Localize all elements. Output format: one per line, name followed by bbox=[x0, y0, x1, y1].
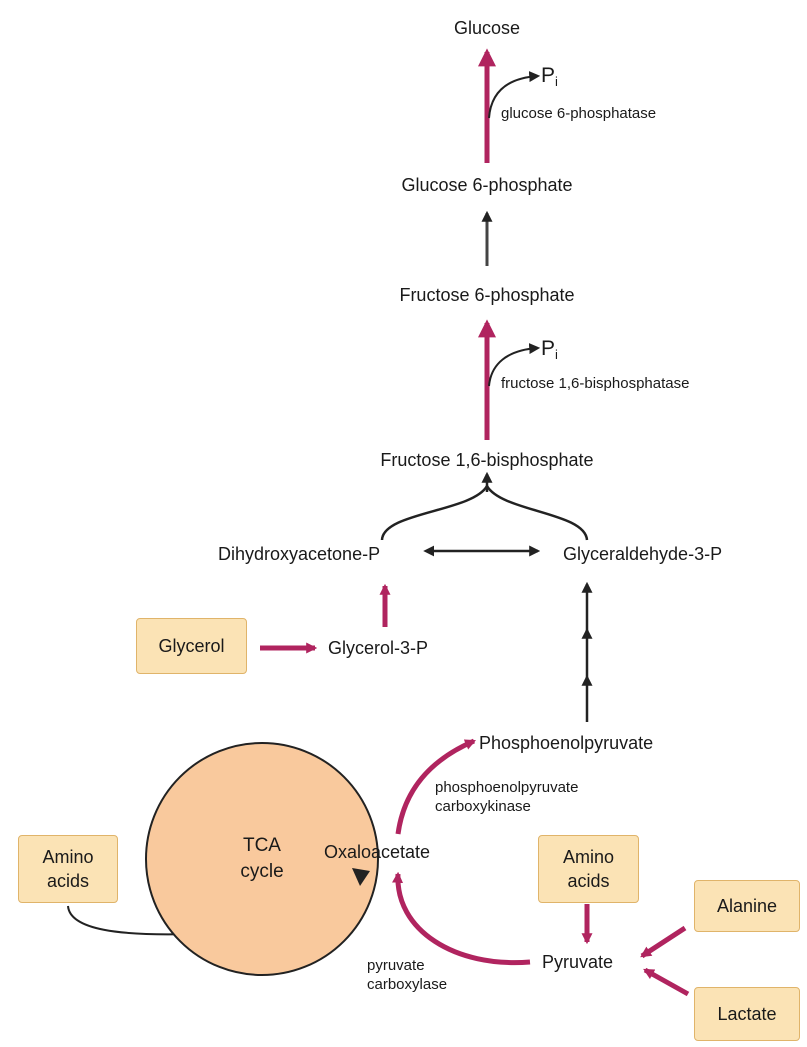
box-glycerol: Glycerol bbox=[136, 618, 247, 674]
label-pyruvate-carboxylase: pyruvate carboxylase bbox=[367, 956, 447, 994]
arrow-lactate-to-pyruvate bbox=[643, 967, 690, 997]
box-alanine: Alanine bbox=[694, 880, 800, 932]
box-alanine-label: Alanine bbox=[716, 896, 778, 916]
label-fructose-1-6-bisphosphatase: fructose 1,6-bisphosphatase bbox=[501, 375, 690, 392]
label-glucose-6-phosphatase: glucose 6-phosphatase bbox=[501, 105, 657, 122]
pc-line1: pyruvate bbox=[367, 957, 425, 974]
arrow-oxaloacetate-to-pep bbox=[395, 738, 477, 835]
pi-1-subscript: i bbox=[555, 74, 558, 89]
label-dihydroxyacetone-p: Dihydroxyacetone-P bbox=[218, 544, 381, 564]
tca-cycle: TCA cycle bbox=[145, 742, 379, 976]
brace-condensation bbox=[380, 483, 589, 541]
pepck-line1: phosphoenolpyruvate bbox=[435, 779, 579, 796]
label-glucose-6-phosphate: Glucose 6-phosphate bbox=[401, 175, 573, 195]
label-glucose: Glucose bbox=[453, 18, 521, 38]
amino-right-line2: acids bbox=[567, 871, 610, 891]
label-phosphoenolpyruvate: Phosphoenolpyruvate bbox=[479, 733, 654, 753]
label-pi-2: Pi bbox=[541, 338, 558, 366]
pc-line2: carboxylase bbox=[367, 976, 448, 993]
arrow-aminoacids-to-tca bbox=[67, 905, 195, 940]
pi-1-symbol: P bbox=[541, 64, 556, 87]
label-oxaloacetate: Oxaloacetate bbox=[324, 842, 431, 862]
box-amino-acids-left: Amino acids bbox=[18, 835, 118, 903]
amino-right-line1: Amino bbox=[562, 847, 615, 867]
arrow-pi-release-2 bbox=[488, 343, 541, 387]
pi-2-symbol: P bbox=[541, 337, 556, 360]
box-amino-acids-right: Amino acids bbox=[538, 835, 639, 903]
amino-left-line1: Amino bbox=[42, 847, 94, 867]
box-lactate: Lactate bbox=[694, 987, 800, 1041]
tca-label-line2: cycle bbox=[240, 861, 284, 882]
pepck-line2: carboxykinase bbox=[435, 798, 531, 815]
label-pepck: phosphoenolpyruvate carboxykinase bbox=[435, 778, 578, 816]
arrow-pi-release-1 bbox=[488, 71, 541, 119]
label-pyruvate: Pyruvate bbox=[542, 952, 614, 972]
label-pi-1: Pi bbox=[541, 65, 558, 93]
arrow-pyruvate-to-oxaloacetate bbox=[392, 871, 531, 966]
pi-2-subscript: i bbox=[555, 347, 558, 362]
label-glycerol-3-p: Glycerol-3-P bbox=[328, 638, 429, 658]
label-fructose-6-phosphate: Fructose 6-phosphate bbox=[399, 285, 575, 305]
label-glyceraldehyde-3-p: Glyceraldehyde-3-P bbox=[563, 544, 723, 564]
arrow-alanine-to-pyruvate bbox=[640, 925, 687, 959]
box-glycerol-label: Glycerol bbox=[158, 636, 225, 656]
amino-left-line2: acids bbox=[46, 871, 90, 891]
tca-label-line1: TCA bbox=[242, 835, 281, 856]
box-lactate-label: Lactate bbox=[717, 1004, 777, 1024]
label-fructose-1-6-bisphosphate: Fructose 1,6-bisphosphate bbox=[380, 450, 594, 470]
